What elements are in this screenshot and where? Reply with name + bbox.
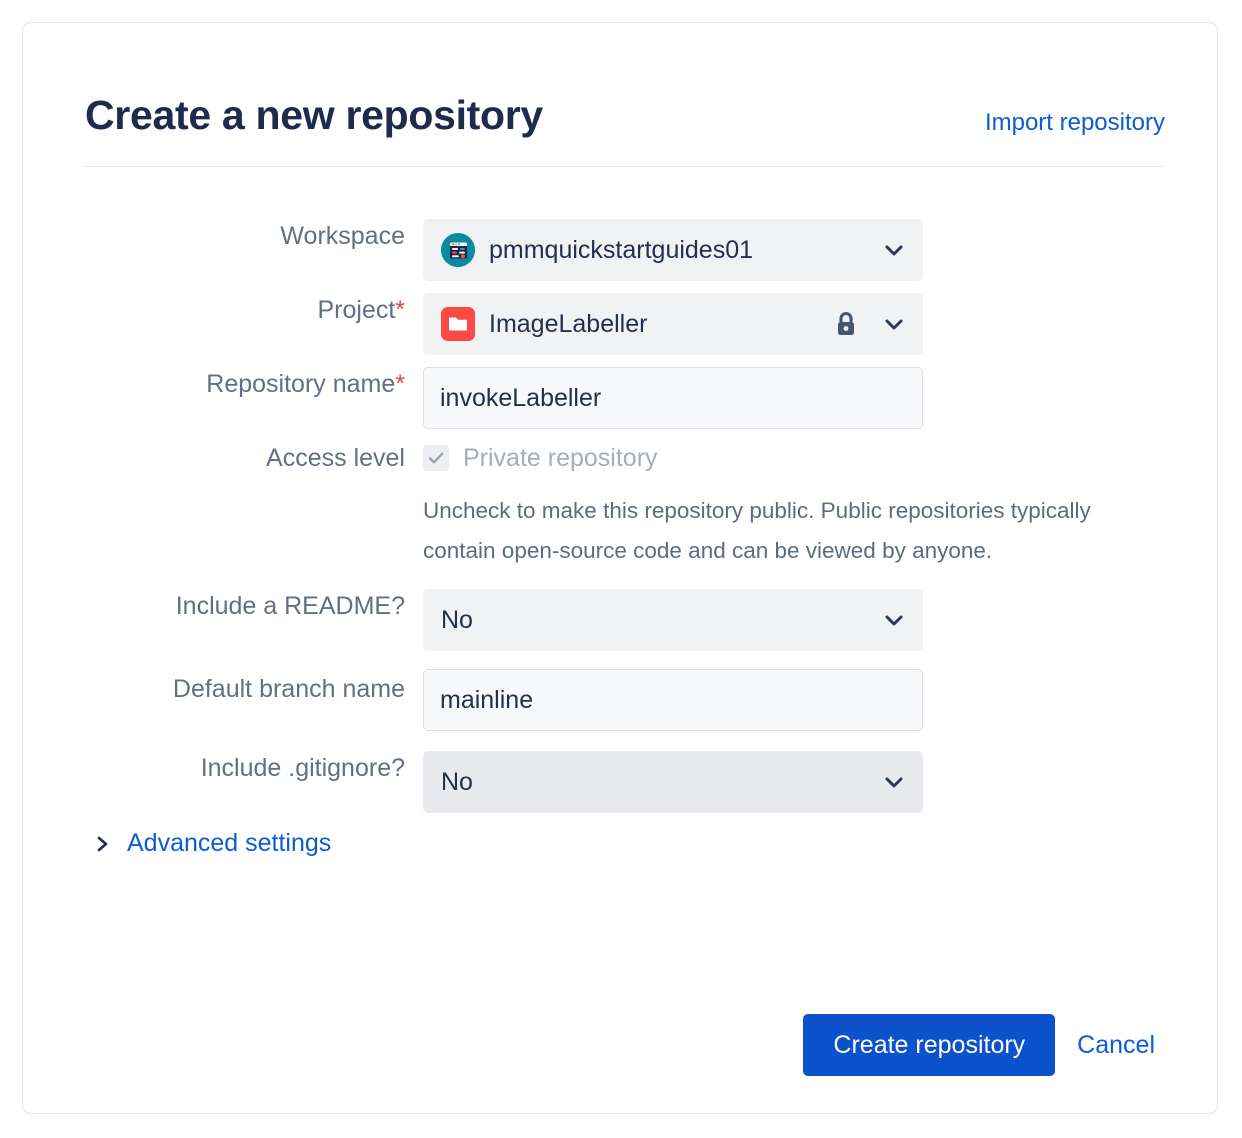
card-header: Create a new repository Import repositor… [85, 85, 1165, 167]
create-repository-card: Create a new repository Import repositor… [22, 22, 1218, 1114]
advanced-settings-toggle[interactable]: Advanced settings [95, 829, 395, 858]
workspace-label: Workspace [280, 222, 405, 250]
include-gitignore-field: No [423, 751, 1165, 813]
include-gitignore-label: Include .gitignore? [200, 754, 405, 782]
access-level-field: Private repository Uncheck to make this … [423, 441, 1165, 571]
chevron-right-icon [95, 834, 111, 854]
repository-name-required-mark: * [395, 370, 405, 398]
form-actions: Create repository Cancel [803, 1014, 1155, 1076]
workspace-value: pmmquickstartguides01 [489, 235, 754, 264]
repository-name-field [423, 367, 1165, 429]
default-branch-field [423, 669, 1165, 731]
private-repository-checkbox-row[interactable]: Private repository [423, 441, 1165, 475]
repository-name-label-text: Repository name [206, 370, 396, 398]
workspace-avatar-icon [441, 233, 475, 267]
include-readme-value: No [441, 605, 473, 634]
form-row-include-readme: Include a README? No [85, 589, 1165, 651]
form-row-project: Project* ImageLabeller [85, 293, 1165, 355]
cancel-button[interactable]: Cancel [1077, 1030, 1155, 1059]
lock-icon [833, 310, 859, 338]
project-field: ImageLabeller [423, 293, 1165, 355]
repository-name-input[interactable] [423, 367, 923, 429]
project-label: Project* [85, 293, 423, 327]
chevron-down-icon [883, 313, 905, 335]
create-repository-form: Workspace [85, 219, 1165, 858]
repository-name-label: Repository name* [85, 367, 423, 401]
include-readme-select[interactable]: No [423, 589, 923, 651]
form-row-include-gitignore: Include .gitignore? No [85, 751, 1165, 813]
include-readme-field: No [423, 589, 1165, 651]
page-title: Create a new repository [85, 92, 543, 138]
access-level-helper-text: Uncheck to make this repository public. … [423, 498, 1091, 563]
form-row-workspace: Workspace [85, 219, 1165, 281]
form-row-default-branch: Default branch name [85, 669, 1165, 731]
include-gitignore-select[interactable]: No [423, 751, 923, 813]
project-required-mark: * [395, 296, 405, 324]
project-select[interactable]: ImageLabeller [423, 293, 923, 355]
include-readme-label: Include a README? [175, 592, 405, 620]
chevron-down-icon [883, 239, 905, 261]
import-repository-link[interactable]: Import repository [984, 109, 1165, 136]
project-folder-icon [441, 307, 475, 341]
include-gitignore-value: No [441, 767, 473, 796]
create-repository-button[interactable]: Create repository [803, 1014, 1056, 1076]
chevron-down-icon [883, 771, 905, 793]
form-row-repository-name: Repository name* [85, 367, 1165, 429]
workspace-select[interactable]: pmmquickstartguides01 [423, 219, 923, 281]
advanced-settings-label: Advanced settings [127, 829, 332, 857]
project-value: ImageLabeller [489, 309, 648, 338]
checkmark-icon[interactable] [423, 445, 449, 471]
workspace-field: pmmquickstartguides01 [423, 219, 1165, 281]
form-row-access-level: Access level Private repository Uncheck … [85, 441, 1165, 571]
chevron-down-icon [883, 609, 905, 631]
access-level-label: Access level [266, 444, 405, 472]
default-branch-input[interactable] [423, 669, 923, 731]
private-repository-label: Private repository [463, 443, 658, 472]
default-branch-label: Default branch name [172, 675, 405, 703]
project-label-text: Project [317, 296, 396, 324]
